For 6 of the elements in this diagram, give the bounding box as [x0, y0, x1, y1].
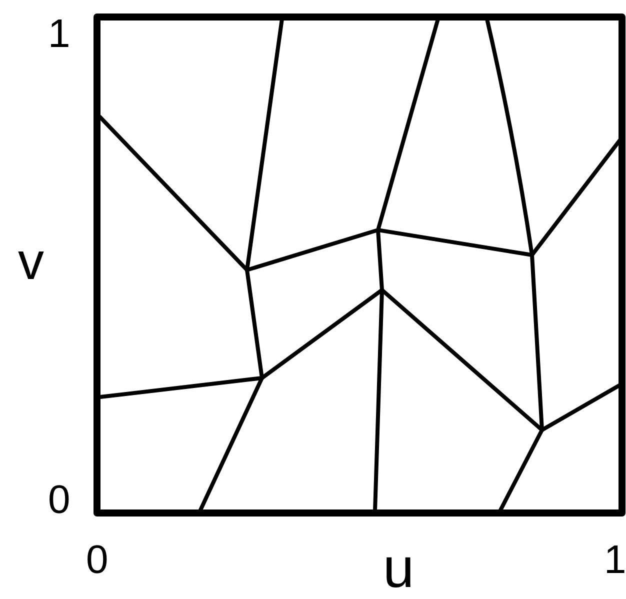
axis-tick-label: 0 — [86, 540, 108, 580]
axis-tick-label: 0 — [48, 480, 70, 520]
axis-label: v — [18, 236, 44, 288]
axis-tick-label: 1 — [48, 14, 70, 54]
axis-tick-label: 1 — [604, 540, 626, 580]
axis-label: u — [383, 540, 414, 596]
